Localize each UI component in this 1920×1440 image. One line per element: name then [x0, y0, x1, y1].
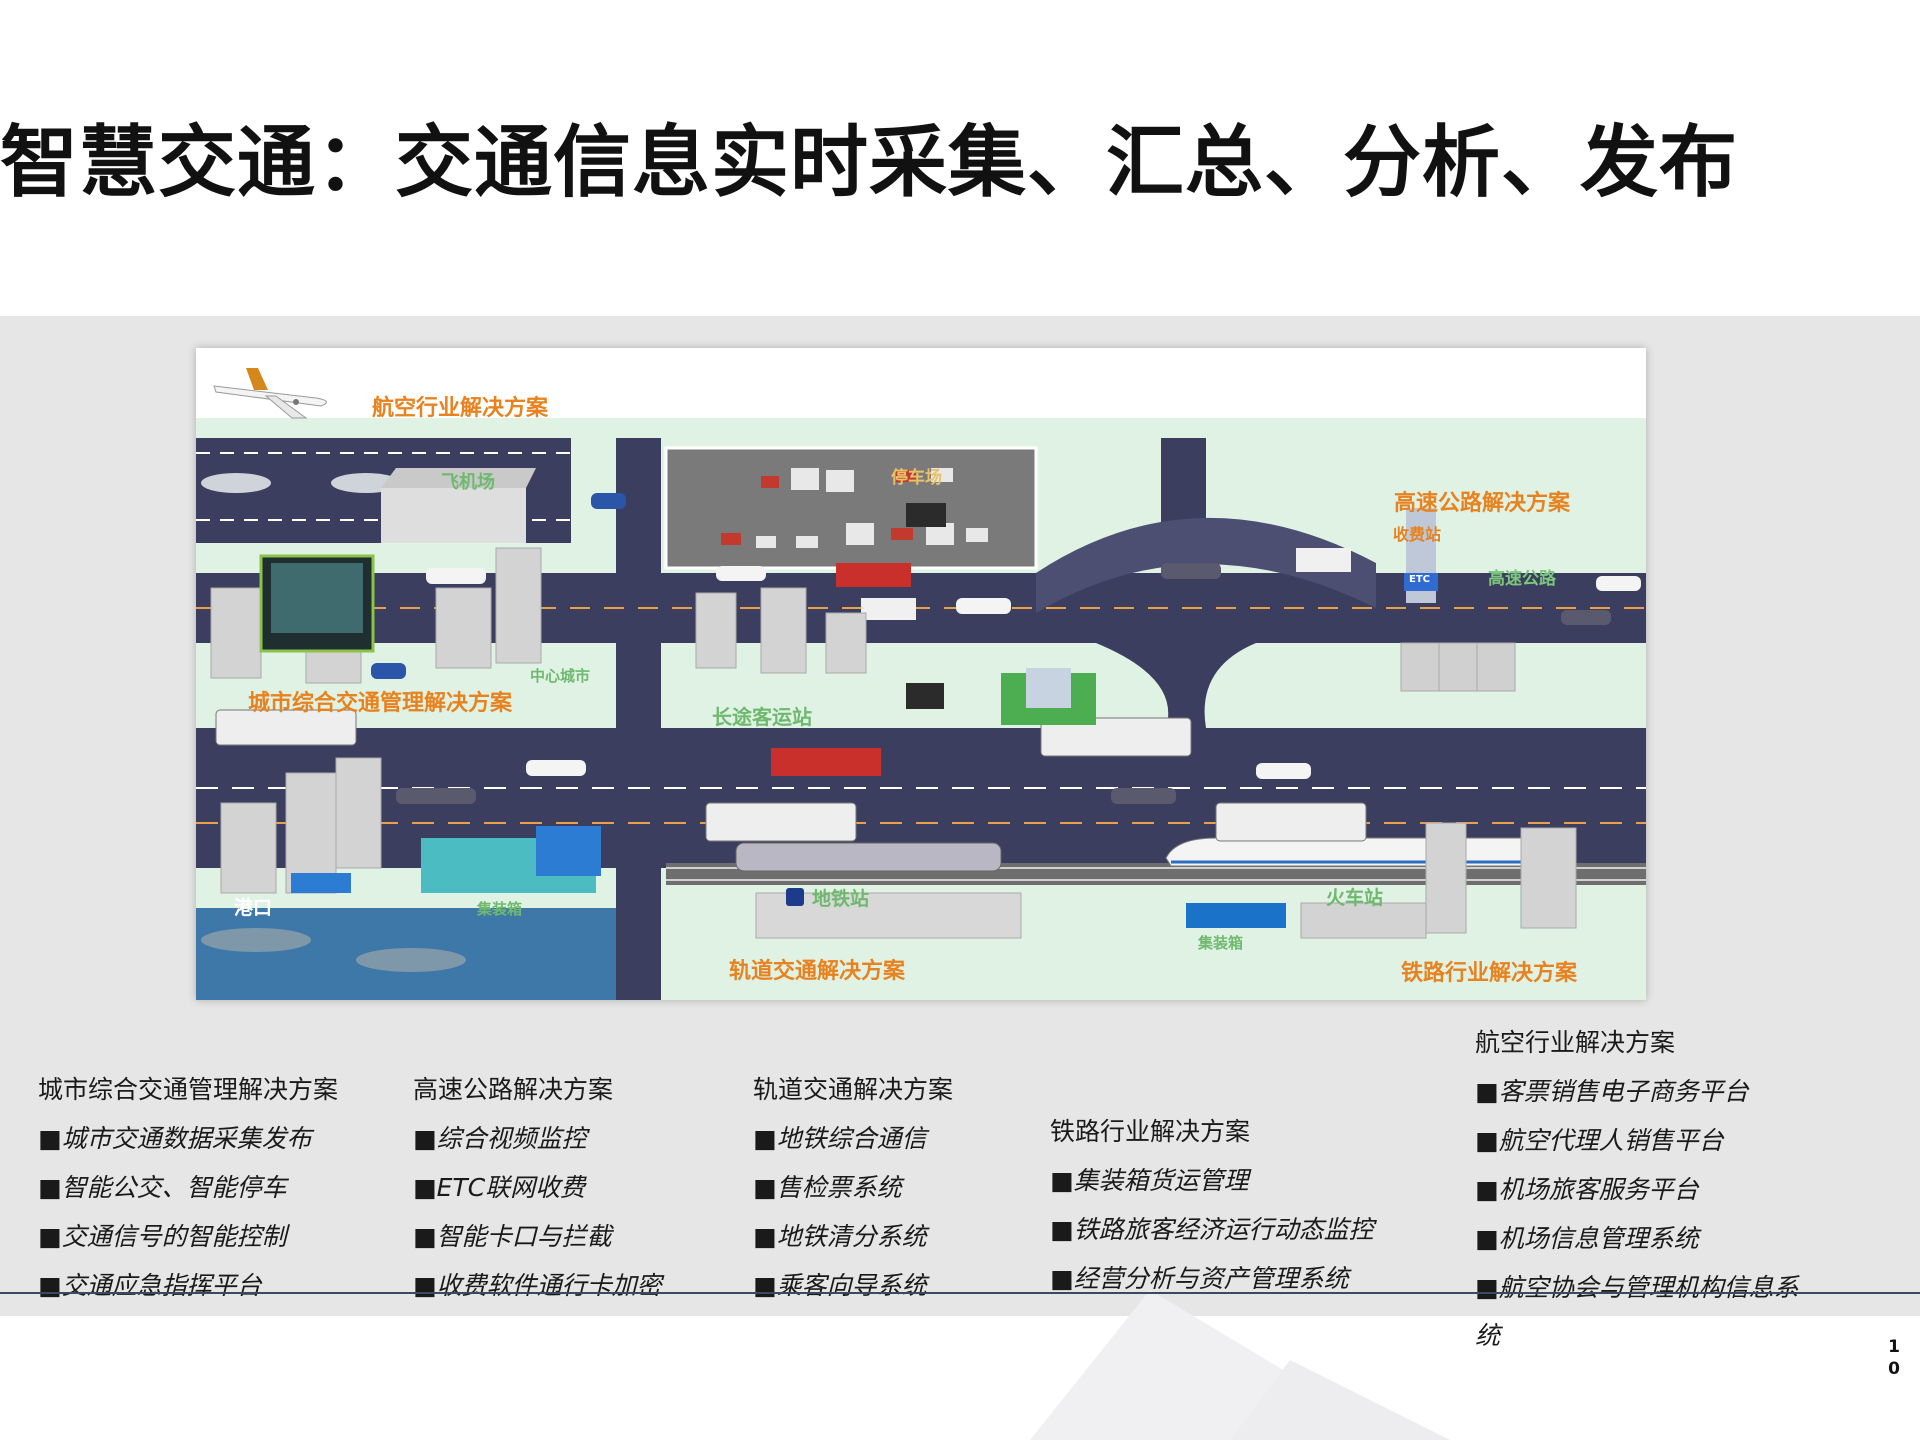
list-item: 售检票系统 — [753, 1163, 953, 1212]
bus — [705, 802, 857, 842]
label-toll-station: 收费站 — [1393, 525, 1441, 544]
label-train-station: 火车站 — [1326, 886, 1383, 909]
metro-logo-icon — [786, 888, 804, 906]
bus — [1215, 802, 1367, 842]
list-item: 智能公交、智能停车 — [38, 1163, 338, 1212]
list-item: 经营分析与资产管理系统 — [1050, 1254, 1374, 1303]
label-etc: ETC — [1409, 574, 1430, 585]
label-coach-station: 长途客运站 — [712, 705, 812, 729]
interchange-bridge — [1036, 517, 1376, 613]
list-item: 交通信号的智能控制 — [38, 1212, 338, 1261]
bus — [215, 709, 357, 746]
background-decoration — [1230, 1360, 1450, 1440]
sky-strip — [196, 348, 1646, 418]
column-heading: 铁路行业解决方案 — [1050, 1117, 1251, 1146]
parking-lot — [664, 446, 1038, 570]
list-item: 集装箱货运管理 — [1050, 1156, 1374, 1205]
column-aviation: 航空行业解决方案 客票销售电子商务平台 航空代理人销售平台 机场旅客服务平台 机… — [1475, 1019, 1799, 1360]
list-item-wrap: 统 — [1475, 1321, 1501, 1350]
label-city-center: 中心城市 — [530, 667, 590, 685]
list-item: 交通应急指挥平台 — [38, 1261, 338, 1310]
label-city-traffic: 城市综合交通管理解决方案 — [248, 690, 513, 716]
label-port: 港口 — [234, 897, 272, 919]
truck — [836, 563, 911, 587]
truck — [861, 598, 916, 620]
metro-train — [735, 842, 1002, 872]
label-rail-transit: 轨道交通解决方案 — [729, 958, 906, 984]
page-number: 1 0 — [1888, 1337, 1900, 1379]
label-container: 集装箱 — [476, 900, 522, 918]
label-aviation: 航空行业解决方案 — [372, 395, 549, 421]
list-item: 客票销售电子商务平台 — [1475, 1067, 1799, 1116]
list-item: 收费软件通行卡加密 — [413, 1261, 662, 1310]
label-highway: 高速公路解决方案 — [1394, 490, 1571, 516]
message-sign — [906, 683, 944, 709]
footer-divider — [0, 1292, 1920, 1294]
list-item: 航空协会与管理机构信息系 — [1475, 1263, 1799, 1312]
list-item: 地铁清分系统 — [753, 1212, 953, 1261]
container-blue — [1186, 903, 1286, 928]
label-container-rail: 集装箱 — [1197, 934, 1243, 952]
list-item: 铁路旅客经济运行动态监控 — [1050, 1205, 1374, 1254]
column-city-traffic: 城市综合交通管理解决方案 城市交通数据采集发布 智能公交、智能停车 交通信号的智… — [38, 1066, 338, 1310]
truck — [1296, 548, 1351, 572]
airplane-icon — [213, 368, 327, 419]
page-title: 智慧交通：交通信息实时采集、汇总、分析、发布 — [0, 118, 1739, 208]
label-metro-station: 地铁站 — [812, 887, 869, 910]
truck — [771, 748, 881, 776]
column-heading: 航空行业解决方案 — [1475, 1028, 1676, 1057]
list-item: 智能卡口与拦截 — [413, 1212, 662, 1261]
column-railway: 铁路行业解决方案 集装箱货运管理 铁路旅客经济运行动态监控 经营分析与资产管理系… — [1050, 1108, 1374, 1303]
airport-terminal — [381, 488, 526, 543]
column-heading: 高速公路解决方案 — [413, 1075, 614, 1104]
label-expressway: 高速公路 — [1488, 568, 1557, 589]
message-sign — [906, 503, 946, 527]
list-item: 综合视频监控 — [413, 1114, 662, 1163]
list-item: 机场信息管理系统 — [1475, 1214, 1799, 1263]
list-item: 城市交通数据采集发布 — [38, 1114, 338, 1163]
list-item: 机场旅客服务平台 — [1475, 1165, 1799, 1214]
label-parking: 停车场 — [891, 467, 942, 488]
column-heading: 城市综合交通管理解决方案 — [38, 1075, 339, 1104]
label-railway: 铁路行业解决方案 — [1401, 960, 1578, 986]
list-item: ETC联网收费 — [413, 1163, 662, 1212]
label-airport: 飞机场 — [441, 472, 495, 493]
column-heading: 轨道交通解决方案 — [753, 1075, 954, 1104]
smart-transport-map: 航空行业解决方案 飞机场 停车场 高速公路解决方案 收费站 ETC 高速公路 中… — [196, 348, 1646, 1000]
list-item: 乘客向导系统 — [753, 1261, 953, 1310]
column-rail-transit: 轨道交通解决方案 地铁综合通信 售检票系统 地铁清分系统 乘客向导系统 — [753, 1066, 953, 1310]
column-highway: 高速公路解决方案 综合视频监控 ETC联网收费 智能卡口与拦截 收费软件通行卡加… — [413, 1066, 662, 1310]
list-item: 航空代理人销售平台 — [1475, 1116, 1799, 1165]
bus — [1040, 717, 1192, 757]
road-vertical-left — [616, 438, 661, 1000]
list-item: 地铁综合通信 — [753, 1114, 953, 1163]
